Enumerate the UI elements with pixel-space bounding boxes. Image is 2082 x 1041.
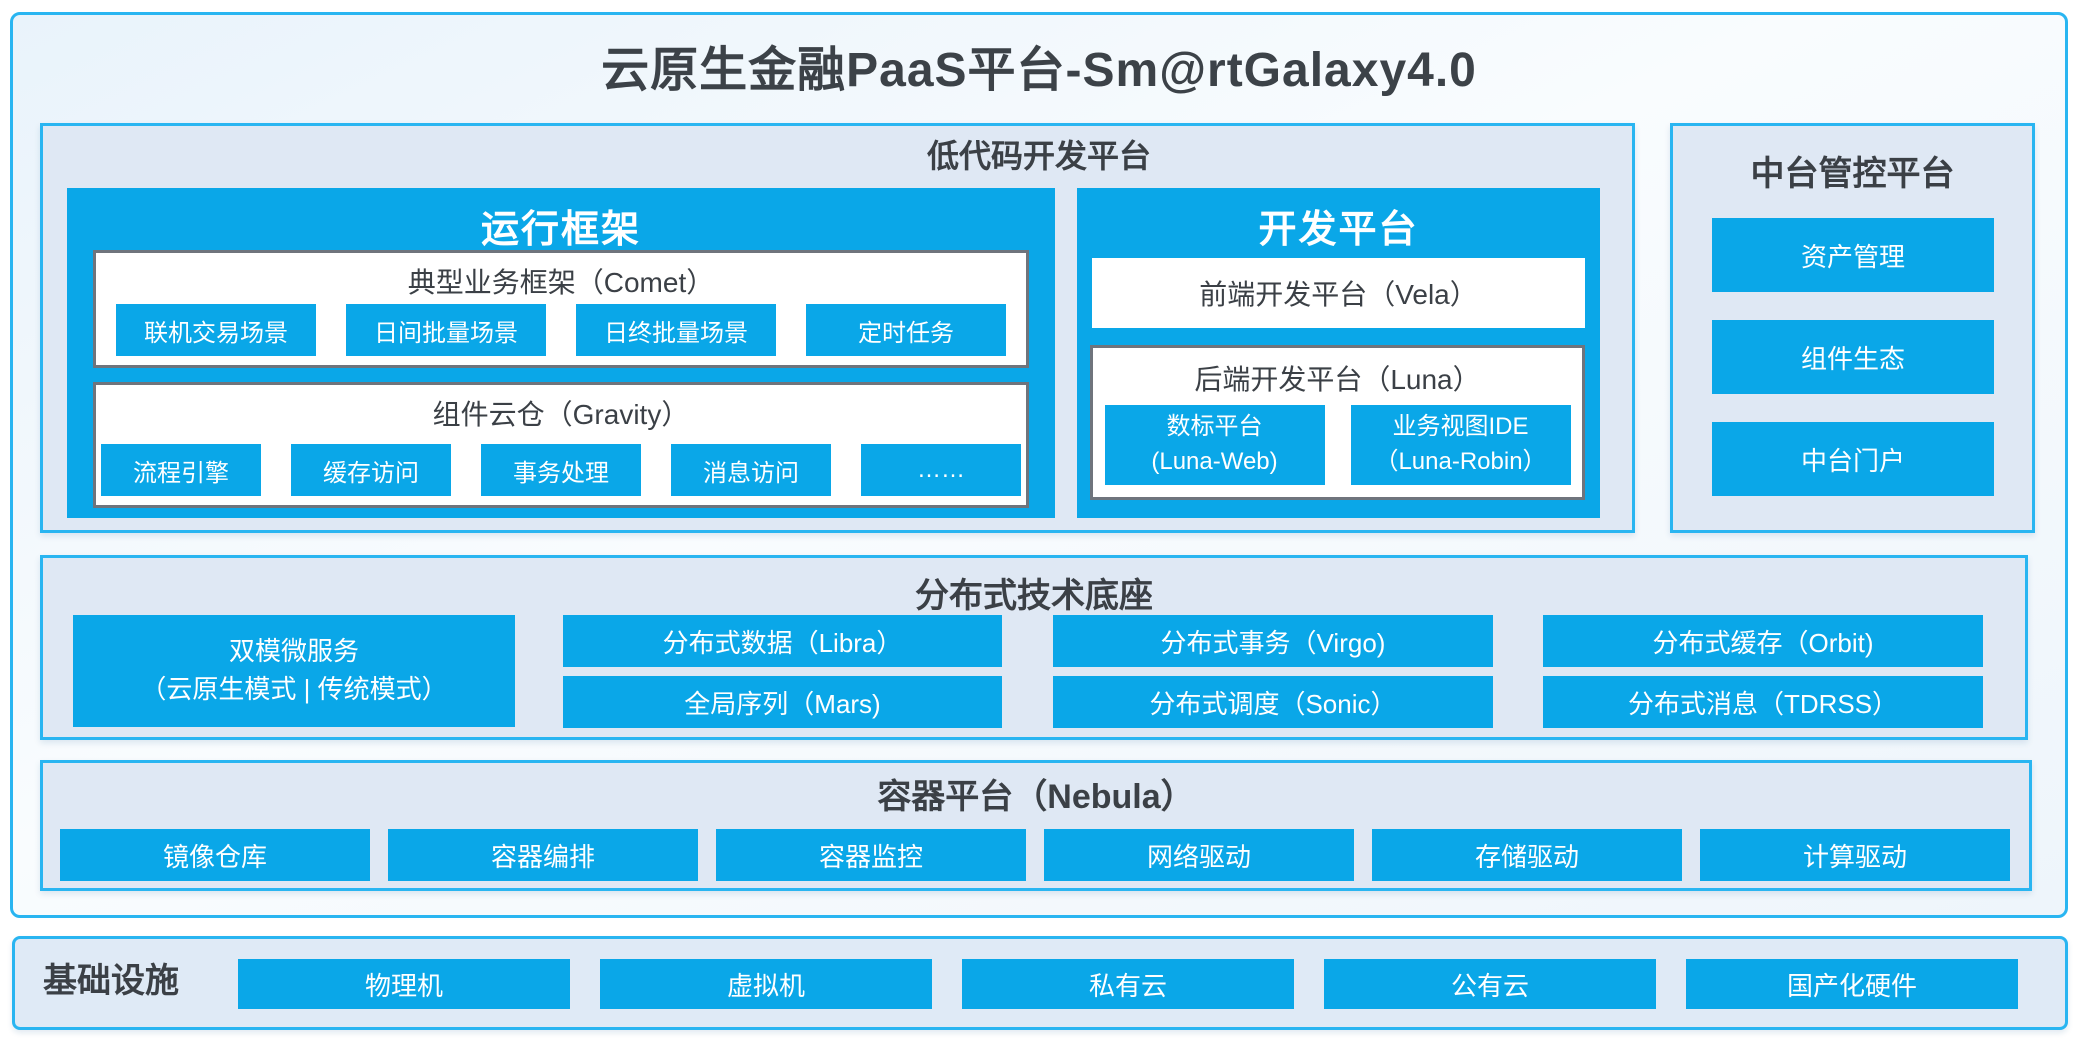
scenario-block: 日终批量场景: [576, 304, 776, 356]
dev-platform-title: 开发平台: [1258, 209, 1419, 251]
container-monitoring-block: 容器监控: [716, 829, 1026, 881]
private-cloud-block: 私有云: [962, 959, 1294, 1009]
component-block: 缓存访问: [291, 444, 451, 496]
mgmt-platform-title: 中台管控平台: [1750, 155, 1955, 193]
luna-web-line1: 数标平台: [1166, 413, 1263, 441]
distributed-base-title: 分布式技术底座: [915, 577, 1153, 615]
dual-mode-line2: （云原生模式 | 传统模式）: [140, 674, 448, 704]
physical-machine-block: 物理机: [238, 959, 570, 1009]
network-driver-block: 网络驱动: [1044, 829, 1354, 881]
luna-backend-heading: 后端开发平台（Luna）: [1194, 364, 1481, 395]
runtime-framework-title: 运行框架: [480, 209, 641, 251]
compute-driver-block: 计算驱动: [1700, 829, 2010, 881]
page-title: 云原生金融PaaS平台-Sm@rtGalaxy4.0: [601, 44, 1477, 97]
dist-cache-orbit-block: 分布式缓存（Orbit): [1543, 615, 1983, 667]
dist-scheduling-sonic-block: 分布式调度（Sonic）: [1053, 676, 1493, 728]
vela-frontend-box: 前端开发平台（Vela）: [1092, 258, 1585, 328]
gravity-warehouse-box: 组件云仓（Gravity） 流程引擎 缓存访问 事务处理 消息访问 ……: [93, 382, 1029, 508]
component-block: 消息访问: [671, 444, 831, 496]
scenario-block: 定时任务: [806, 304, 1006, 356]
component-block-ellipsis: ……: [861, 444, 1021, 496]
component-block: 事务处理: [481, 444, 641, 496]
image-registry-block: 镜像仓库: [60, 829, 370, 881]
luna-backend-box: 后端开发平台（Luna） 数标平台 (Luna-Web) 业务视图IDE （Lu…: [1090, 345, 1585, 500]
luna-button-row: 数标平台 (Luna-Web) 业务视图IDE （Luna-Robin）: [1093, 405, 1582, 485]
gravity-button-row: 流程引擎 缓存访问 事务处理 消息访问 ……: [96, 444, 1026, 496]
mgmt-block-asset: 资产管理: [1712, 218, 1994, 292]
comet-framework-heading: 典型业务框架（Comet）: [407, 267, 715, 298]
dual-mode-line1: 双模微服务: [228, 636, 359, 667]
vela-frontend-label: 前端开发平台（Vela）: [1199, 279, 1478, 310]
public-cloud-block: 公有云: [1324, 959, 1656, 1009]
luna-robin-line2: （Luna-Robin）: [1374, 448, 1547, 475]
dist-data-libra-block: 分布式数据（Libra）: [563, 615, 1002, 667]
comet-framework-box: 典型业务框架（Comet） 联机交易场景 日间批量场景 日终批量场景 定时任务: [93, 250, 1029, 368]
mgmt-block-component-eco: 组件生态: [1712, 320, 1994, 394]
storage-driver-block: 存储驱动: [1372, 829, 1682, 881]
luna-robin-line1: 业务视图IDE: [1392, 413, 1529, 441]
mgmt-platform-panel: 中台管控平台 资产管理 组件生态 中台门户: [1670, 123, 2035, 533]
component-block: 流程引擎: [101, 444, 261, 496]
luna-robin-block: 业务视图IDE （Luna-Robin）: [1350, 405, 1571, 485]
dist-transaction-virgo-block: 分布式事务（Virgo): [1053, 615, 1493, 667]
mgmt-block-portal: 中台门户: [1712, 422, 1994, 496]
container-orchestration-block: 容器编排: [388, 829, 698, 881]
comet-button-row: 联机交易场景 日间批量场景 日终批量场景 定时任务: [96, 304, 1026, 356]
domestic-hardware-block: 国产化硬件: [1686, 959, 2018, 1009]
container-platform-title: 容器平台（Nebula）: [877, 778, 1195, 816]
dist-message-tdrss-block: 分布式消息（TDRSS）: [1543, 676, 1983, 728]
lowcode-platform-label: 低代码开发平台: [927, 138, 1152, 174]
luna-web-line2: (Luna-Web): [1151, 448, 1278, 475]
gravity-warehouse-heading: 组件云仓（Gravity）: [432, 399, 690, 430]
infrastructure-label: 基础设施: [43, 962, 179, 1000]
scenario-block: 联机交易场景: [116, 304, 316, 356]
luna-web-block: 数标平台 (Luna-Web): [1104, 405, 1325, 485]
scenario-block: 日间批量场景: [346, 304, 546, 356]
dual-mode-microservice-block: 双模微服务 （云原生模式 | 传统模式）: [73, 615, 515, 727]
virtual-machine-block: 虚拟机: [600, 959, 932, 1009]
global-sequence-mars-block: 全局序列（Mars): [563, 676, 1002, 728]
